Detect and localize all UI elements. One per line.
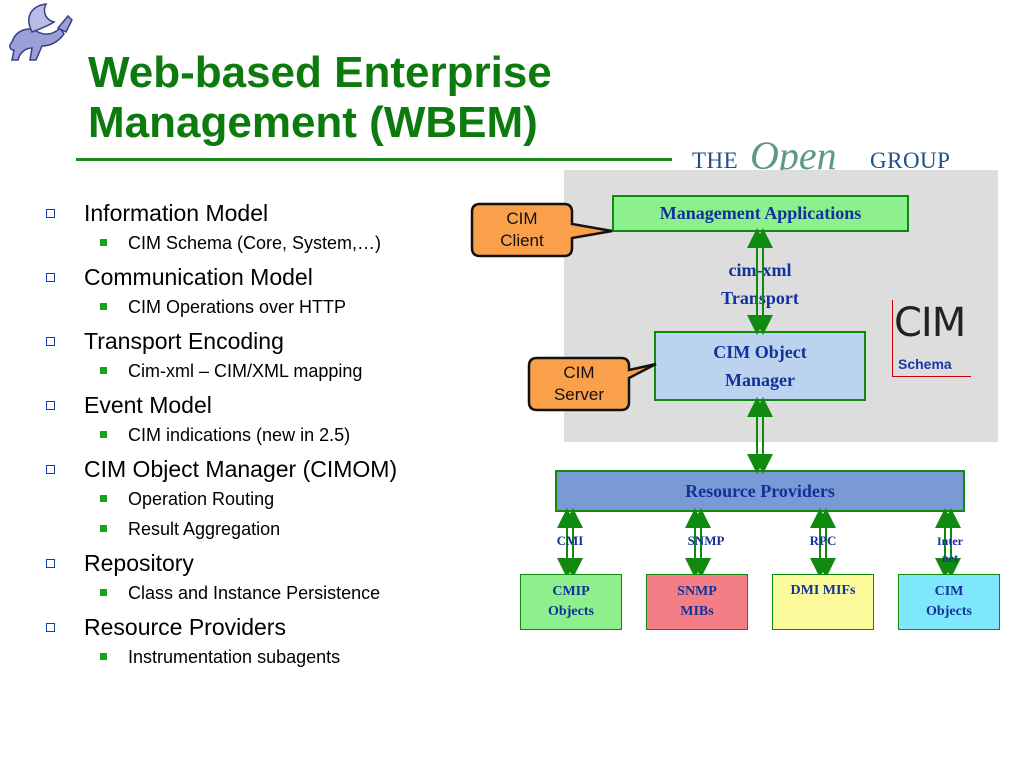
sub-bullet-item: Cim-xml – CIM/XML mapping	[44, 356, 484, 386]
bullet-item: Repository	[44, 548, 484, 578]
arrow-providers-cmip	[557, 508, 583, 578]
bullet-label: Repository	[84, 550, 194, 576]
sub-bullet-item: CIM Operations over HTTP	[44, 292, 484, 322]
cimom-line-1: CIM Object	[713, 342, 807, 362]
dmi-mifs-box: DMI MIFs	[772, 574, 874, 630]
cim-logo-schema: Schema	[898, 356, 952, 372]
bullet-item: Communication Model	[44, 262, 484, 292]
square-bullet-icon	[46, 401, 55, 410]
protocol-rpc: RPC	[809, 533, 837, 548]
sub-bullet-label: Operation Routing	[128, 489, 275, 509]
square-bullet-icon	[46, 559, 55, 568]
green-square-bullet-icon	[100, 525, 107, 532]
arrow-providers-snmp	[685, 508, 711, 578]
sub-bullet-item: Result Aggregation	[44, 514, 484, 544]
dmi-mifs-label: DMI MIFs	[790, 583, 856, 598]
bullet-item: Transport Encoding	[44, 326, 484, 356]
cim-server-label: CIM Server	[531, 362, 627, 406]
resource-providers-box: Resource Providers	[555, 470, 965, 512]
green-square-bullet-icon	[100, 239, 107, 246]
protocol-internet: Inter net	[928, 533, 972, 567]
cim-client-callout	[470, 202, 613, 258]
resource-providers-label: Resource Providers	[685, 480, 835, 501]
cim-client-line-2: Client	[500, 231, 544, 250]
arrow-providers-cim	[935, 508, 961, 578]
bullet-label: Information Model	[84, 200, 269, 226]
protocol-snmp: SNMP	[687, 533, 725, 548]
green-square-bullet-icon	[100, 303, 107, 310]
cim-server-callout	[527, 356, 657, 412]
cim-objects-box: CIM Objects	[898, 574, 1000, 630]
cmip-objects-line-2: Objects	[548, 604, 594, 619]
protocol-internet-line-1: Inter	[937, 534, 963, 548]
bullet-label: Communication Model	[84, 264, 313, 290]
green-square-bullet-icon	[100, 431, 107, 438]
sub-bullet-item: Instrumentation subagents	[44, 642, 484, 672]
square-bullet-icon	[46, 465, 55, 474]
open-group-the: THE	[692, 148, 739, 173]
snmp-mibs-box: SNMP MIBs	[646, 574, 748, 630]
pegasus-logo-icon	[2, 2, 80, 70]
cim-server-line-1: CIM	[563, 363, 595, 382]
sub-bullet-label: Result Aggregation	[128, 519, 281, 539]
square-bullet-icon	[46, 337, 55, 346]
sub-bullet-item: CIM indications (new in 2.5)	[44, 420, 484, 450]
protocol-internet-line-2: net	[942, 551, 958, 565]
cim-schema-logo: CIM Schema	[892, 300, 972, 378]
sub-bullet-item: CIM Schema (Core, System,…)	[44, 228, 484, 258]
arrow-cimom-providers	[747, 397, 773, 474]
sub-bullet-item: Operation Routing	[44, 484, 484, 514]
title-line-2: Management (WBEM)	[88, 98, 538, 147]
cim-client-label: CIM Client	[474, 208, 570, 252]
cim-client-line-1: CIM	[506, 209, 538, 228]
cmip-objects-line-1: CMIP	[552, 584, 590, 599]
snmp-mibs-line-1: SNMP	[677, 584, 717, 599]
arrow-mgmt-cimom	[747, 228, 773, 335]
green-square-bullet-icon	[100, 495, 107, 502]
management-applications-label: Management Applications	[659, 203, 862, 223]
bullet-item: CIM Object Manager (CIMOM)	[44, 454, 484, 484]
green-square-bullet-icon	[100, 367, 107, 374]
sub-bullet-label: CIM indications (new in 2.5)	[128, 425, 351, 445]
open-group-group: GROUP	[870, 148, 951, 173]
green-square-bullet-icon	[100, 653, 107, 660]
bullet-label: Event Model	[84, 392, 212, 418]
title-underline	[76, 158, 672, 161]
bullet-label: CIM Object Manager (CIMOM)	[84, 456, 398, 482]
sub-bullet-label: CIM Operations over HTTP	[128, 297, 347, 317]
sub-bullet-item: Class and Instance Persistence	[44, 578, 484, 608]
cim-objects-line-1: CIM	[934, 584, 964, 599]
square-bullet-icon	[46, 209, 55, 218]
cimom-line-2: Manager	[725, 370, 795, 390]
page-title: Web-based Enterprise Management (WBEM)	[88, 48, 648, 148]
square-bullet-icon	[46, 623, 55, 632]
protocol-cmi: CMI	[556, 533, 584, 548]
cim-objects-line-2: Objects	[926, 604, 972, 619]
bullet-label: Resource Providers	[84, 614, 286, 640]
bullet-label: Transport Encoding	[84, 328, 284, 354]
cim-logo-frame	[892, 300, 971, 377]
cim-server-line-2: Server	[553, 385, 605, 404]
cmip-objects-box: CMIP Objects	[520, 574, 622, 630]
square-bullet-icon	[46, 273, 55, 282]
bullet-item: Resource Providers	[44, 612, 484, 642]
green-square-bullet-icon	[100, 589, 107, 596]
sub-bullet-label: CIM Schema (Core, System,…)	[128, 233, 382, 253]
cim-logo-text: CIM	[894, 300, 966, 346]
management-applications-box: Management Applications	[612, 195, 909, 232]
arrow-providers-dmi	[810, 508, 836, 578]
sub-bullet-label: Instrumentation subagents	[128, 647, 341, 667]
bullet-item: Information Model	[44, 198, 484, 228]
sub-bullet-label: Cim-xml – CIM/XML mapping	[128, 361, 363, 381]
bullet-item: Event Model	[44, 390, 484, 420]
title-line-1: Web-based Enterprise	[88, 48, 552, 97]
sub-bullet-label: Class and Instance Persistence	[128, 583, 381, 603]
snmp-mibs-line-2: MIBs	[680, 604, 714, 619]
